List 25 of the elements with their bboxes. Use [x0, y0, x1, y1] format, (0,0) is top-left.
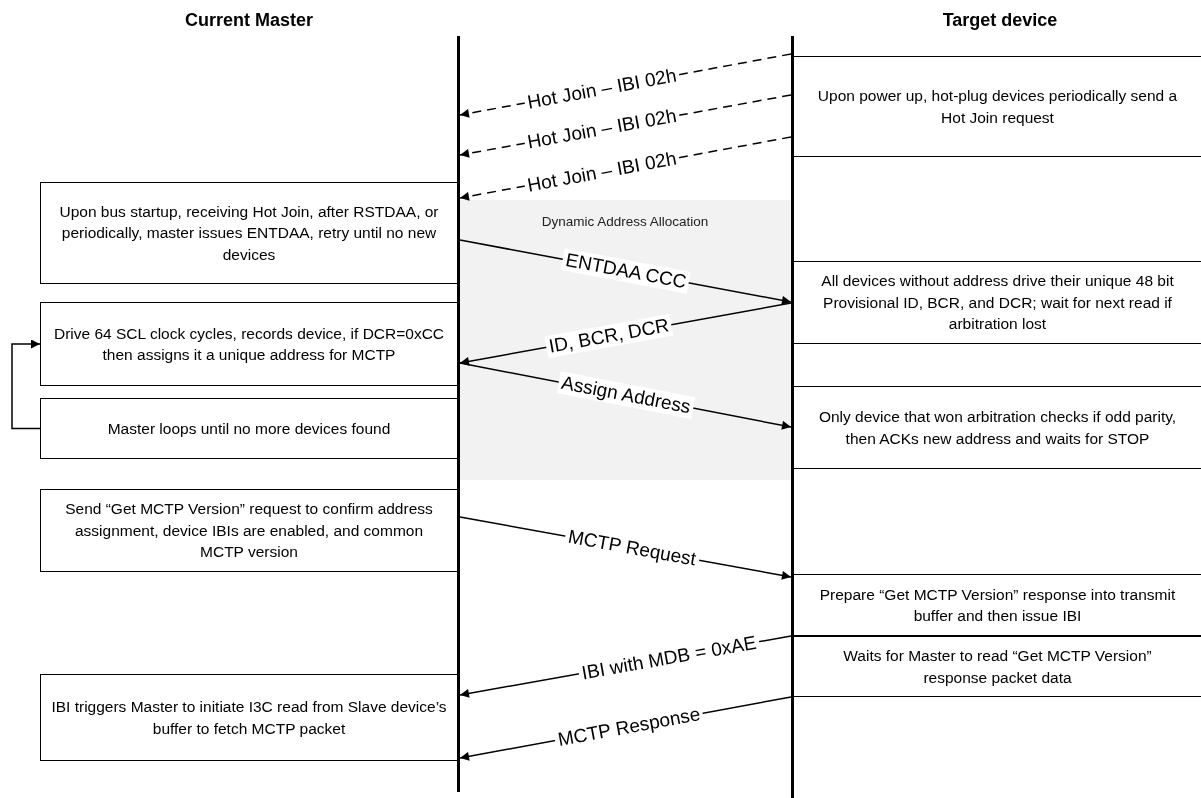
- step-text: Only device that won arbitration checks if odd parity, then ACKs new address and waits for STOP: [817, 407, 1178, 449]
- lane-heading: Current Master: [185, 10, 313, 31]
- step-box: [794, 636, 1201, 697]
- process-box: [40, 302, 458, 386]
- process-box: [40, 674, 458, 761]
- step-text: Send “Get MCTP Version” request to confirm address assignment, device IBIs are enabled, and common MCTP version: [64, 499, 434, 563]
- lifeline: [791, 36, 794, 798]
- process-box: [40, 489, 458, 572]
- step-text: IBI triggers Master to initiate I3C read from Slave device’s buffer to fetch MCTP packet: [51, 697, 447, 739]
- process-box: [40, 398, 458, 459]
- step-box: [794, 386, 1201, 469]
- step-text: Drive 64 SCL clock cycles, records device, if DCR=0xCC then assigns it a unique address for MCTP: [52, 323, 446, 365]
- step-text: Prepare “Get MCTP Version” response into transmit buffer and then issue IBI: [818, 584, 1177, 626]
- step-box: [794, 56, 1201, 157]
- region-label: Dynamic Address Allocation: [541, 214, 709, 229]
- lane-heading: Target device: [942, 10, 1058, 31]
- arrow: [11, 339, 41, 430]
- step-text: Upon bus startup, receiving Hot Join, after RSTDAA, or periodically, master issues ENTDAA, retry until no new devices: [58, 201, 440, 265]
- process-box: [40, 182, 458, 284]
- step-text: Waits for Master to read “Get MCTP Version” response packet data: [842, 646, 1153, 688]
- step-text: Master loops until no more devices found: [107, 418, 391, 439]
- step-text: Upon power up, hot-plug devices periodically send a Hot Join request: [816, 86, 1179, 128]
- step-box: [794, 261, 1201, 344]
- step-text: All devices without address drive their unique 48 bit Provisional ID, BCR, and DCR; wait for next read if arbitration lost: [820, 271, 1175, 335]
- step-box: [794, 574, 1201, 636]
